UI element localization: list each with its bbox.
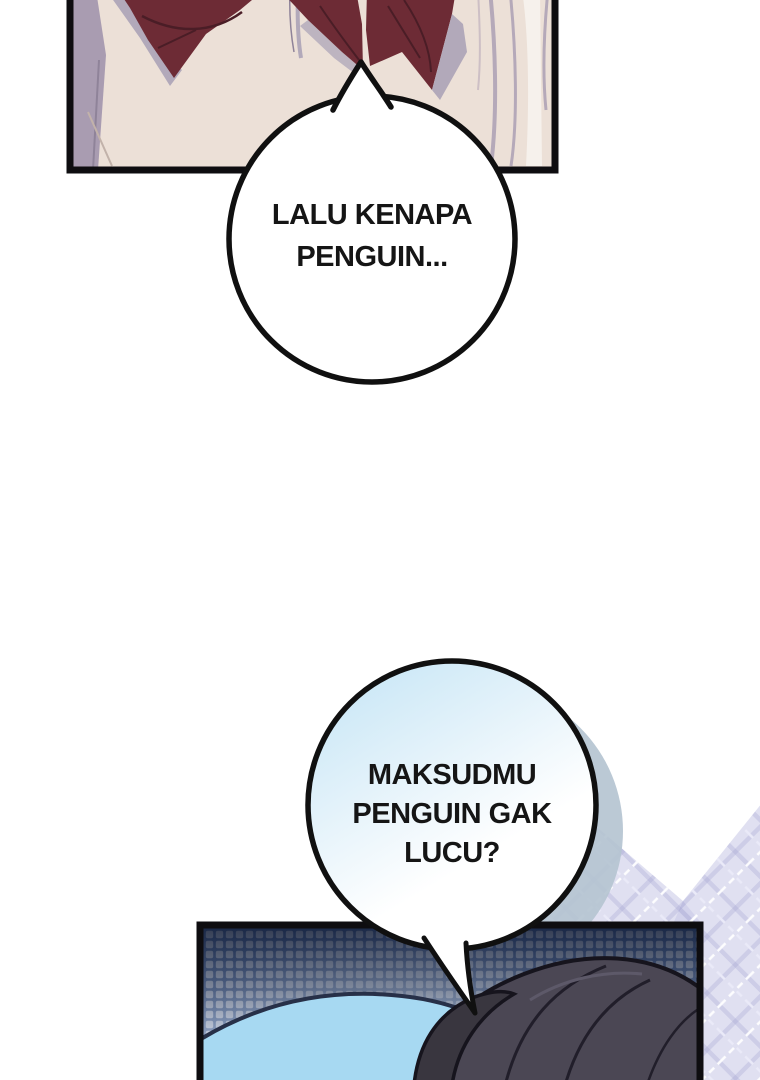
hair (412, 956, 697, 1080)
speech-bubble-bottom (305, 658, 599, 1016)
top-bubble-text: LALU KENAPA PENGUIN... (227, 194, 517, 278)
ribbon-bow (113, 0, 467, 100)
panel-bottom (196, 921, 704, 1080)
bubble-line: PENGUIN... (296, 241, 448, 273)
bubble-line: LUCU? (404, 837, 500, 869)
bottom-bubble-text: MAKSUDMU PENGUIN GAK LUCU? (302, 756, 602, 873)
bubble-line: LALU KENAPA (271, 199, 473, 231)
speech-bubble-top (226, 59, 518, 385)
bubble-line: MAKSUDMU (367, 759, 537, 791)
bubble-line: PENGUIN GAK (352, 798, 552, 830)
